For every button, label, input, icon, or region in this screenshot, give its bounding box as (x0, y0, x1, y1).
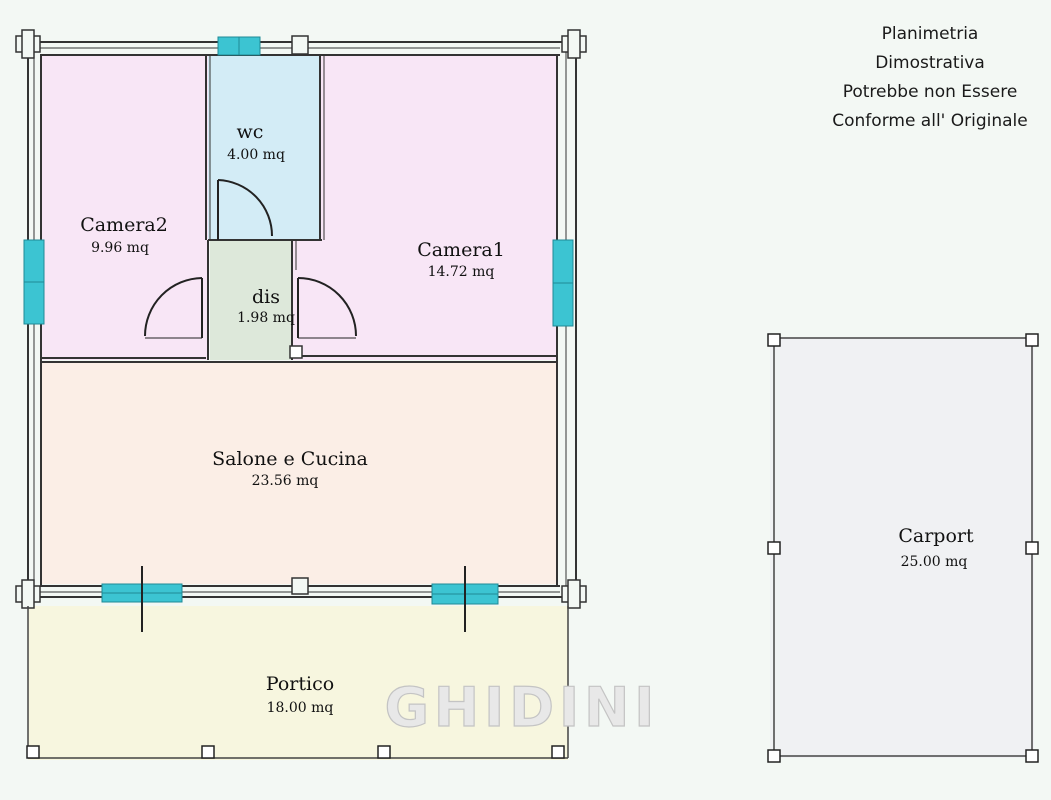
room-camera1 (320, 56, 556, 360)
portico-name: Portico (266, 673, 334, 695)
wc-area: 4.00 mq (227, 147, 285, 163)
room-camera1-lower (292, 240, 320, 360)
portico-beams (141, 566, 466, 632)
disclaimer-note: Planimetria Dimostrativa Potrebbe non Es… (810, 20, 1050, 136)
note-line-2: Dimostrativa (875, 53, 985, 73)
note-line-4: Conforme all' Originale (832, 111, 1028, 131)
room-portico (28, 606, 568, 760)
note-line-1: Planimetria (881, 24, 979, 44)
camera2-area: 9.96 mq (91, 240, 149, 256)
dis-area: 1.98 mq (237, 310, 295, 326)
salone-name: Salone e Cucina (212, 448, 368, 470)
portico-outline (27, 606, 569, 759)
camera1-name: Camera1 (417, 239, 505, 261)
camera1-area: 14.72 mq (428, 264, 495, 280)
carport-name: Carport (898, 525, 974, 547)
note-line-3: Potrebbe non Essere (842, 82, 1018, 102)
watermark: GHIDINI (385, 676, 660, 739)
doors (144, 179, 357, 339)
camera2-name: Camera2 (80, 214, 168, 236)
portico-area: 18.00 mq (267, 700, 334, 716)
room-carport (770, 338, 1034, 758)
carport-posts (767, 333, 1039, 763)
room-wc (208, 56, 320, 240)
portico-posts (26, 745, 565, 759)
carport-area: 25.00 mq (901, 554, 968, 570)
wall-posts (15, 29, 587, 609)
room-camera2 (42, 56, 208, 360)
room-dis (210, 240, 292, 360)
dis-post (289, 345, 303, 359)
room-salone (42, 362, 556, 584)
salone-area: 23.56 mq (252, 473, 319, 489)
wc-name: wc (237, 121, 264, 143)
interior-walls (42, 56, 556, 363)
dis-name: dis (252, 286, 280, 308)
